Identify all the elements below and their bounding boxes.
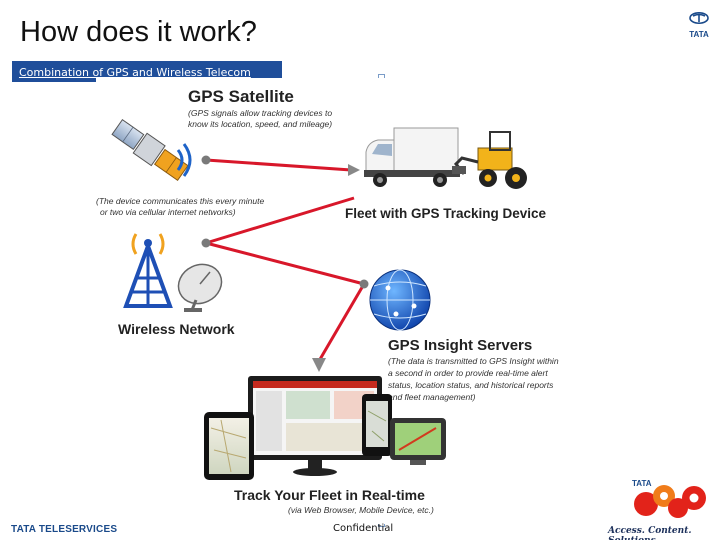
loader-vehicle-icon [452,131,527,189]
tablet-icon [204,412,254,480]
globe-server-icon [369,269,431,331]
satellite-caption-line-1: (GPS signals allow tracking devices to [188,108,332,118]
satellite-title: GPS Satellite [188,87,294,106]
servers-caption-line-1: (The data is transmitted to GPS Insight … [388,356,559,366]
track-caption: (via Web Browser, Mobile Device, etc.) [288,505,434,515]
tata-logo: TATA [686,12,712,42]
slide-title: How does it work? [20,16,257,48]
docomo-logo: TATA [628,476,708,522]
tata-logo-word: TATA [689,30,709,39]
phone-icon [362,394,392,456]
monitor-icon [248,376,382,476]
connection-lines [201,155,369,372]
docomo-logo-graphic: TATA [632,479,706,518]
footer-brand: TATA TELESERVICES [11,524,118,535]
subtitle-banner [12,61,282,82]
servers-caption-line-3: status, location status, and historical … [388,380,554,390]
cell-tower-icon [123,233,173,308]
tata-emblem-icon [689,12,709,24]
satellite-caption-line-2: know its location, speed, and mileage) [188,119,332,129]
servers-title: GPS Insight Servers [388,337,532,354]
signal-waves-icon [176,143,192,177]
satellite-dish-icon [177,263,223,312]
servers-caption-line-4: and fleet management) [388,392,476,402]
communicate-caption-line-1: (The device communicates this every minu… [96,196,264,206]
diagram-canvas: GPS Satellite (GPS signals allow trackin… [96,87,559,515]
delivery-truck-icon [364,127,460,187]
docomo-tagline: Access. Content. Solutions. [608,526,692,540]
servers-caption-line-2: a second in order to provide real-time a… [388,368,548,378]
gps-tracking-diagram: GPS Satellite (GPS signals allow trackin… [96,78,570,524]
wireless-title: Wireless Network [118,321,235,337]
subtitle-link[interactable]: Combination of GPS and Wireless Telecom … [19,66,251,94]
confidential-label: Confidential [333,523,394,534]
track-title: Track Your Fleet in Real-time [234,487,425,503]
satellite-icon [111,118,189,182]
fleet-title: Fleet with GPS Tracking Device [345,206,547,221]
communicate-caption-line-2: or two via cellular internet networks) [100,207,236,217]
gps-navigator-icon [390,418,446,465]
docomo-logo-word: TATA [632,479,652,488]
